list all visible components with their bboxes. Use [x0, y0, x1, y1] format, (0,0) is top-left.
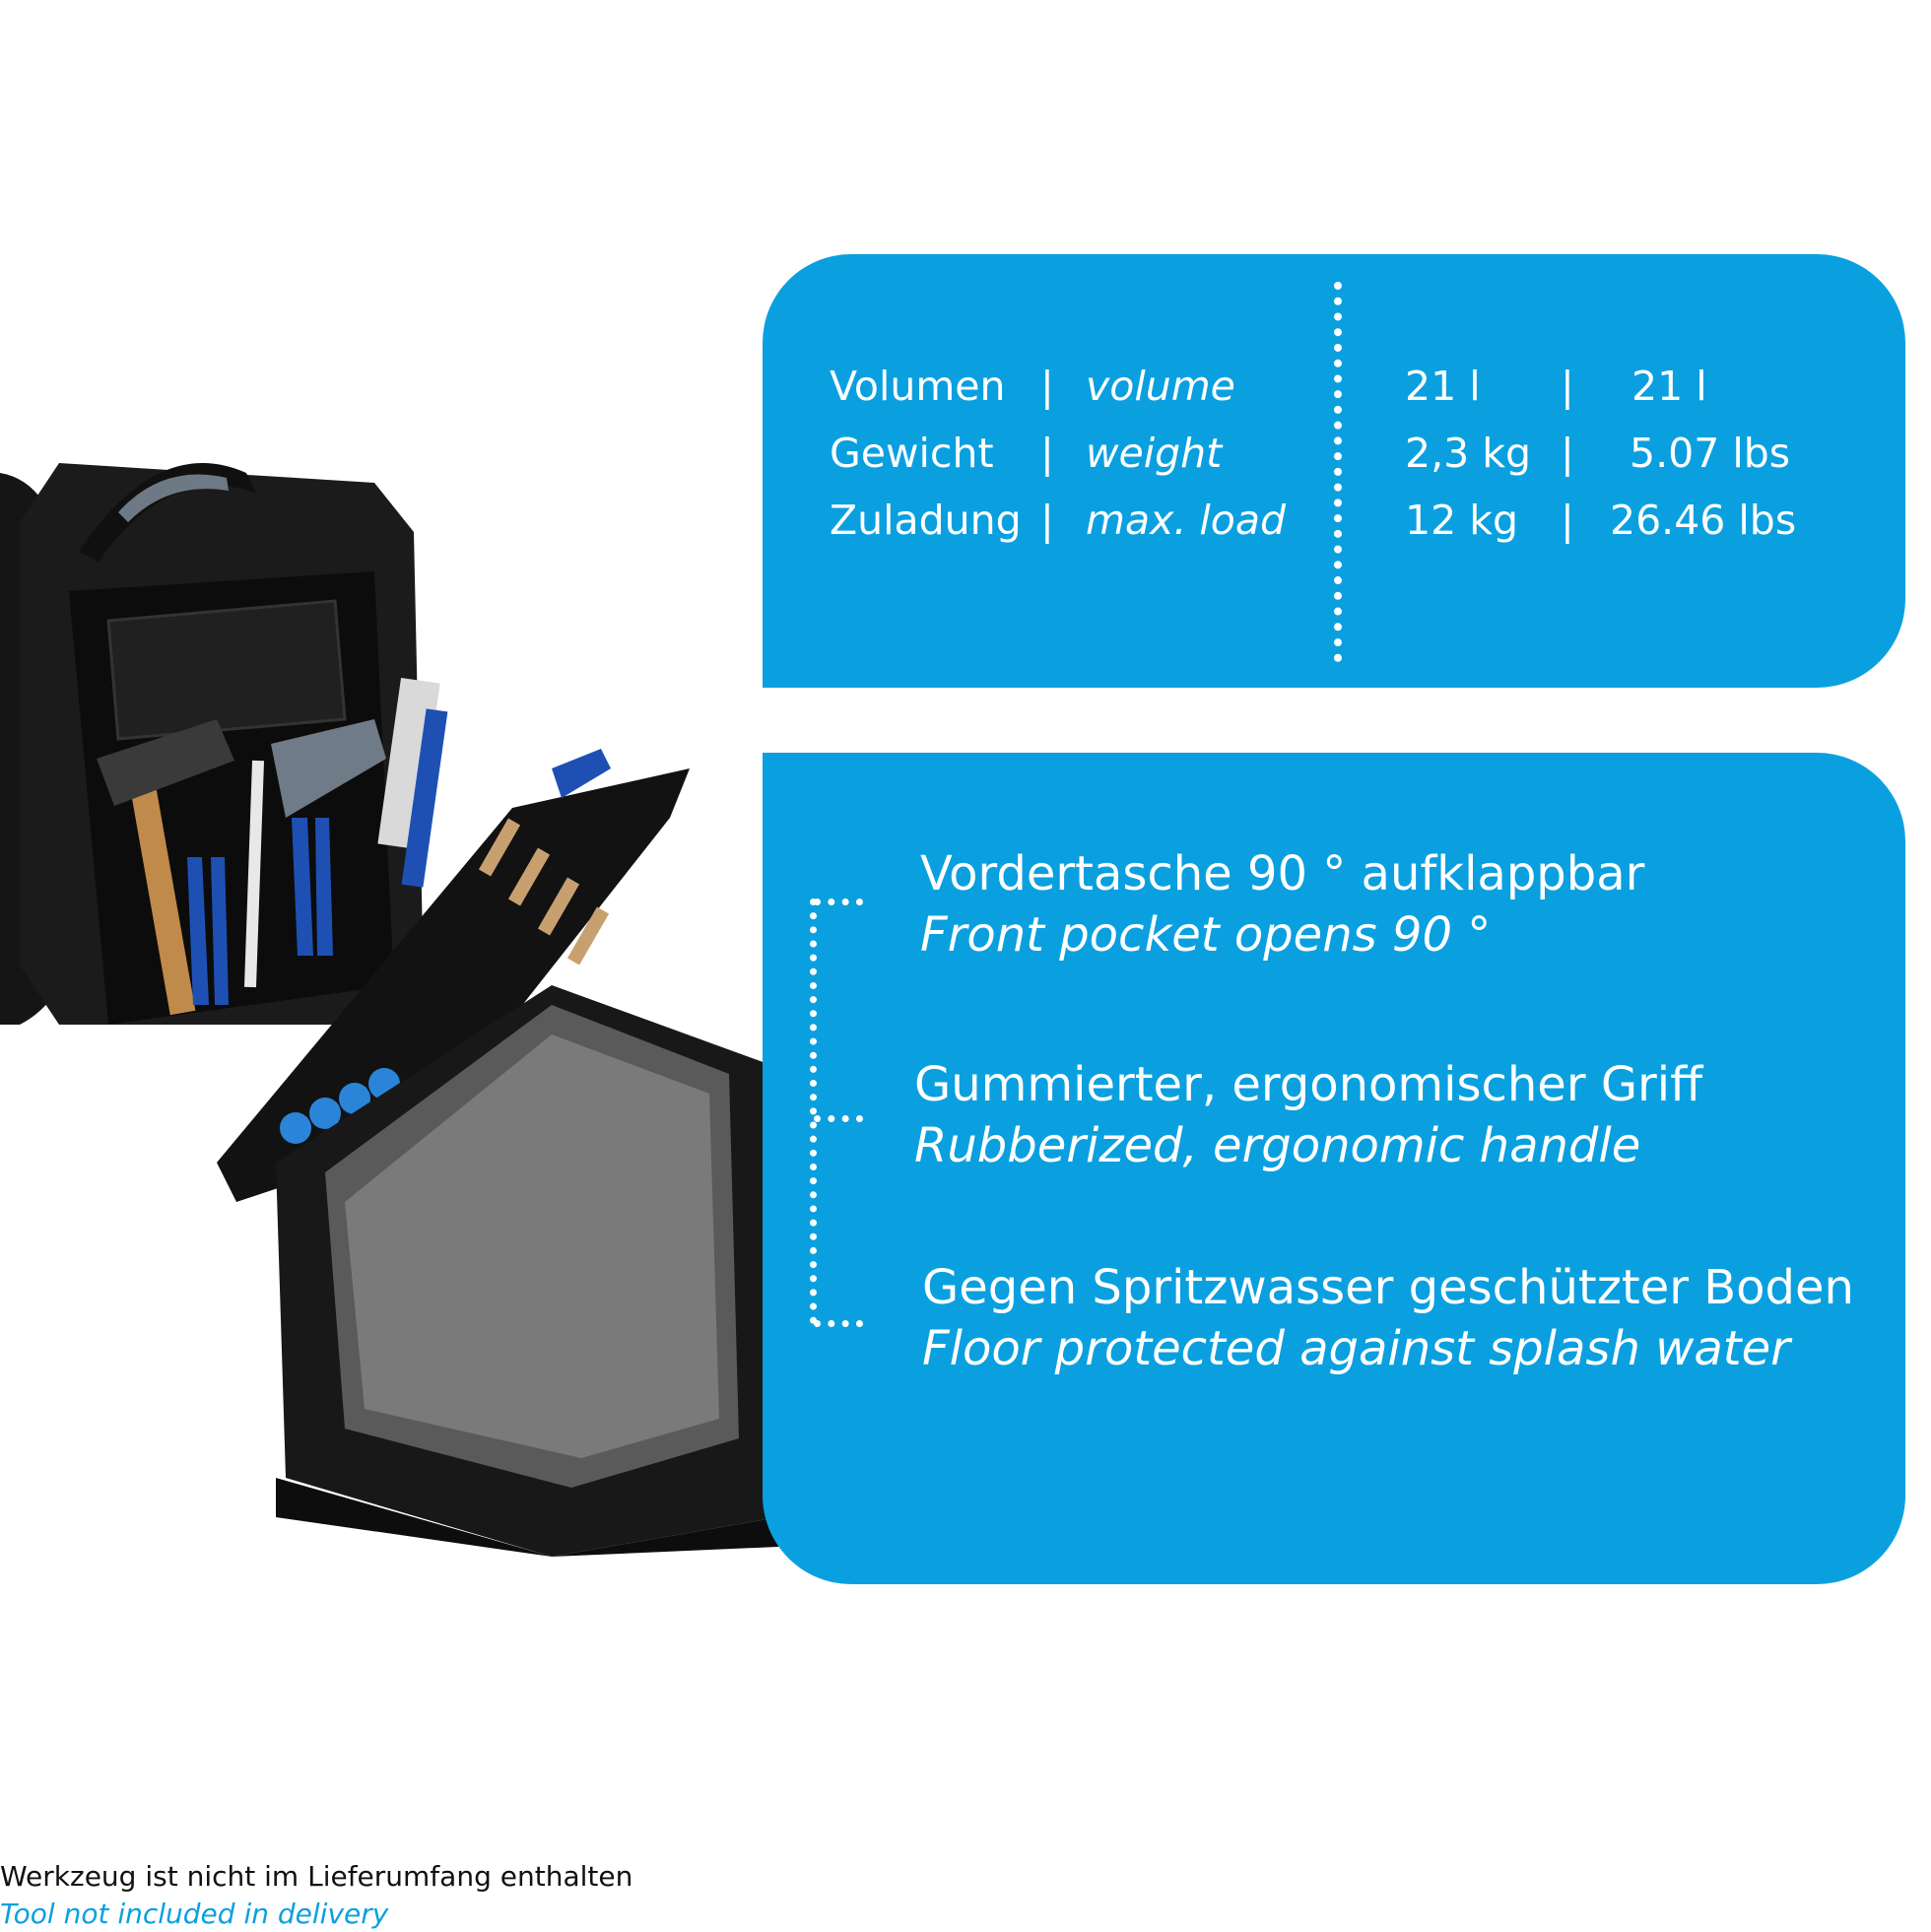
feature-front-pocket: Vordertasche 90 ° aufklappbar Front pock…: [920, 843, 1644, 966]
feature-title-de: Gegen Spritzwasser geschützter Boden: [922, 1260, 1854, 1315]
dotted-bracket-tick: [814, 899, 863, 905]
feature-handle: Gummierter, ergonomischer Griff Rubberiz…: [914, 1054, 1702, 1176]
spec-separator: |: [1561, 430, 1574, 477]
spec-separator: |: [1040, 363, 1054, 410]
spec-value-imperial: 21 l: [1631, 363, 1707, 410]
feature-floor: Gegen Spritzwasser geschützter Boden Flo…: [922, 1257, 1854, 1379]
spec-value-imperial: 5.07 lbs: [1630, 430, 1791, 477]
backpack-icon: [0, 463, 778, 1557]
spec-value-metric: 21 l: [1405, 363, 1481, 410]
specs-panel: Volumen | volume 21 l | 21 l Gewicht | w…: [763, 254, 1905, 688]
disclaimer-en: Tool not included in delivery: [0, 1898, 389, 1930]
product-image: [0, 394, 788, 1557]
feature-title-en: Rubberized, ergonomic handle: [914, 1118, 1641, 1173]
spec-label-en: volume: [1086, 363, 1235, 410]
spec-label-en: max. load: [1086, 497, 1287, 544]
feature-title-en: Floor protected against splash water: [922, 1321, 1790, 1376]
spec-value-metric: 12 kg: [1405, 497, 1518, 544]
dotted-bracket-tick: [814, 1115, 863, 1122]
feature-title-de: Vordertasche 90 ° aufklappbar: [920, 846, 1645, 901]
feature-title-de: Gummierter, ergonomischer Griff: [914, 1057, 1703, 1112]
spec-label-de: Gewicht: [830, 430, 994, 477]
disclaimer-de: Werkzeug ist nicht im Lieferumfang entha…: [0, 1860, 633, 1893]
feature-title-en: Front pocket opens 90 °: [920, 907, 1492, 963]
dotted-bracket-tick: [814, 1320, 863, 1327]
features-panel: Vordertasche 90 ° aufklappbar Front pock…: [763, 753, 1905, 1584]
spec-row-weight: Gewicht | weight 2,3 kg | 5.07 lbs: [763, 424, 1905, 483]
spec-separator: |: [1561, 497, 1574, 544]
spec-row-volume: Volumen | volume 21 l | 21 l: [763, 357, 1905, 416]
spec-separator: |: [1040, 430, 1054, 477]
spec-separator: |: [1561, 363, 1574, 410]
dotted-divider: [1334, 282, 1342, 662]
spec-separator: |: [1040, 497, 1054, 544]
spec-label-de: Zuladung: [830, 497, 1022, 544]
dotted-bracket: [810, 899, 817, 1324]
spec-value-metric: 2,3 kg: [1405, 430, 1532, 477]
spec-label-de: Volumen: [830, 363, 1006, 410]
spec-value-imperial: 26.46 lbs: [1610, 497, 1797, 544]
spec-row-load: Zuladung | max. load 12 kg | 26.46 lbs: [763, 491, 1905, 550]
spec-label-en: weight: [1086, 430, 1223, 477]
